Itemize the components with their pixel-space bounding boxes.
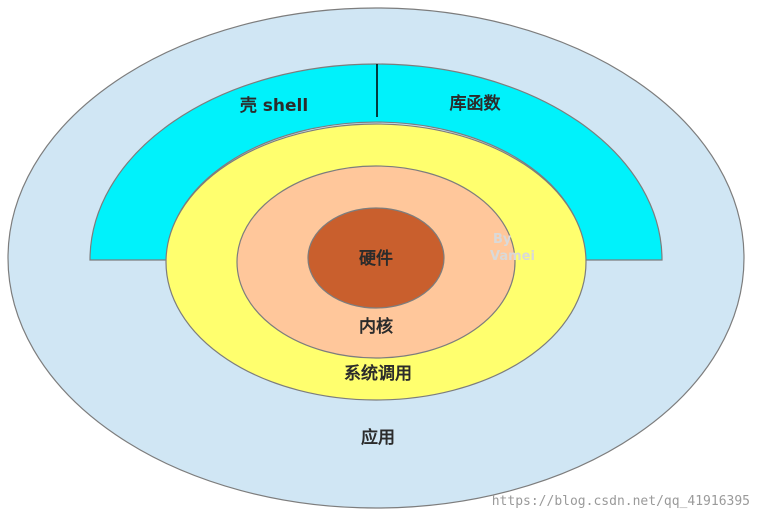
signature-line-1: By (493, 232, 512, 247)
shell-label: 壳 shell (239, 95, 308, 116)
shell-library-band (89, 63, 663, 261)
system-call-label: 系统调用 (344, 363, 412, 384)
application-label: 应用 (361, 427, 395, 448)
hardware-label: 硬件 (359, 248, 393, 269)
signature-line-2: Vamei (490, 249, 535, 264)
hardware-core (307, 207, 445, 309)
watermark-url: https://blog.csdn.net/qq_41916395 (492, 494, 750, 509)
library-label: 库函数 (450, 93, 502, 114)
kernel-label: 内核 (359, 316, 393, 337)
